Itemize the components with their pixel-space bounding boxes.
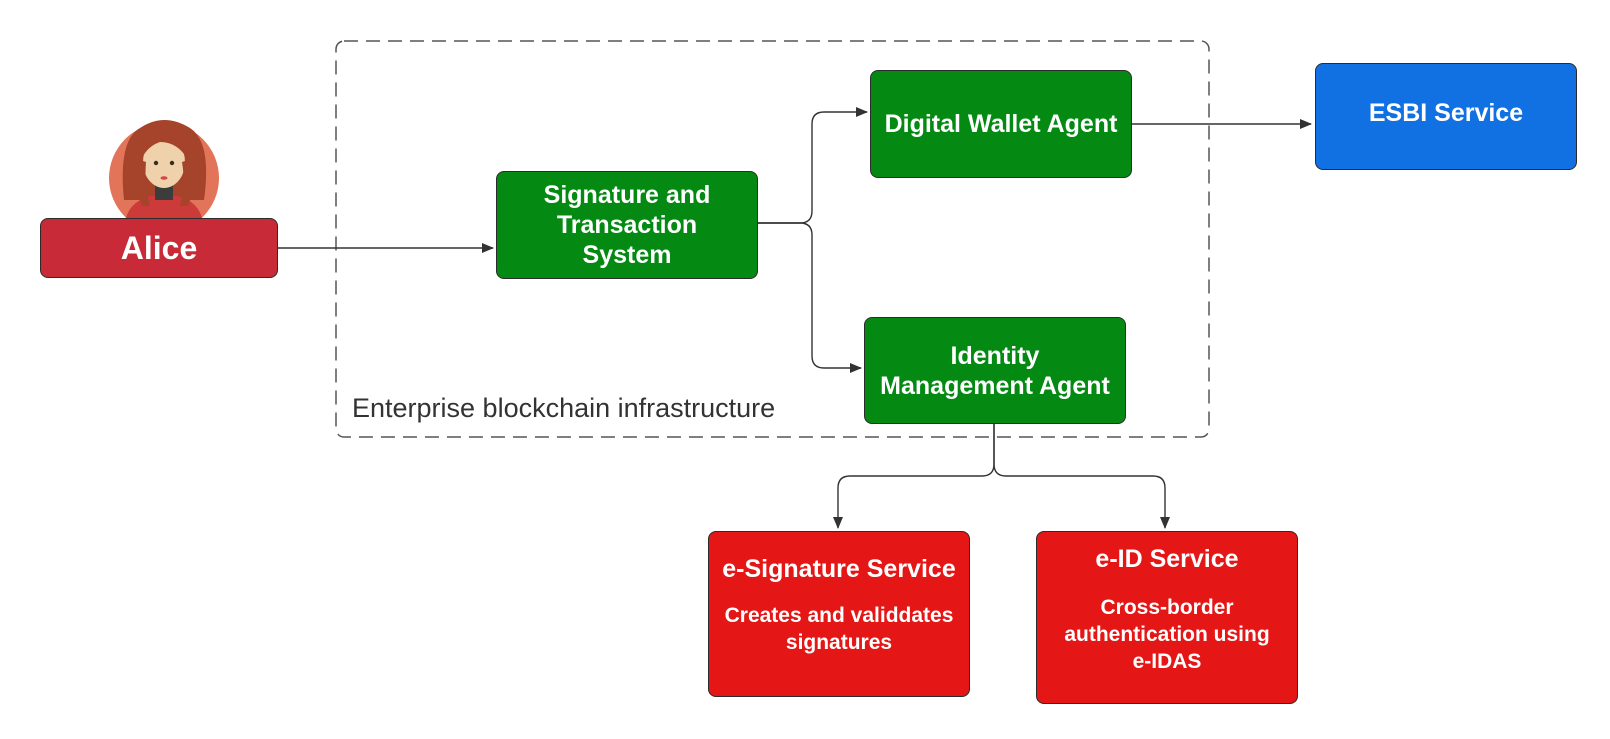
identity-management-agent-label: Identity Management Agent <box>880 341 1110 400</box>
enterprise-region-label: Enterprise blockchain infrastructure <box>352 393 776 423</box>
e-id-service-title: e-ID Service <box>1095 545 1239 573</box>
digital-wallet-agent-label: Digital Wallet Agent <box>884 110 1118 138</box>
e-signature-service-box[interactable]: e-Signature Service Creates and validdat… <box>708 531 970 697</box>
signature-transaction-system-box[interactable]: Signature and Transaction System <box>496 171 758 279</box>
digital-wallet-agent-box[interactable]: Digital Wallet Agent <box>870 70 1132 178</box>
e-signature-service-description: Creates and validdates signatures <box>724 604 954 654</box>
e-id-service-box[interactable]: e-ID Service Cross-border authentication… <box>1036 531 1298 704</box>
signature-transaction-system-label: Signature and Transaction System <box>543 181 711 269</box>
e-id-service-description: Cross-border authentication using e-IDAS <box>1064 596 1270 673</box>
actor-alice-label: Alice <box>120 230 198 266</box>
identity-management-agent-box[interactable]: Identity Management Agent <box>864 317 1126 424</box>
esbi-service-box[interactable]: ESBI Service <box>1315 63 1577 170</box>
female-user-avatar-icon <box>109 120 219 233</box>
edge-signature-to-wallet <box>757 107 868 224</box>
actor-alice-box[interactable]: Alice <box>40 218 278 278</box>
esbi-service-label: ESBI Service <box>1368 99 1524 127</box>
enterprise-region-border <box>335 40 1210 438</box>
edge-signature-to-identity <box>757 222 862 373</box>
e-signature-service-title: e-Signature Service <box>722 555 956 583</box>
edge-identity-to-eid <box>993 423 1170 529</box>
edge-identity-to-esignature <box>833 423 995 529</box>
